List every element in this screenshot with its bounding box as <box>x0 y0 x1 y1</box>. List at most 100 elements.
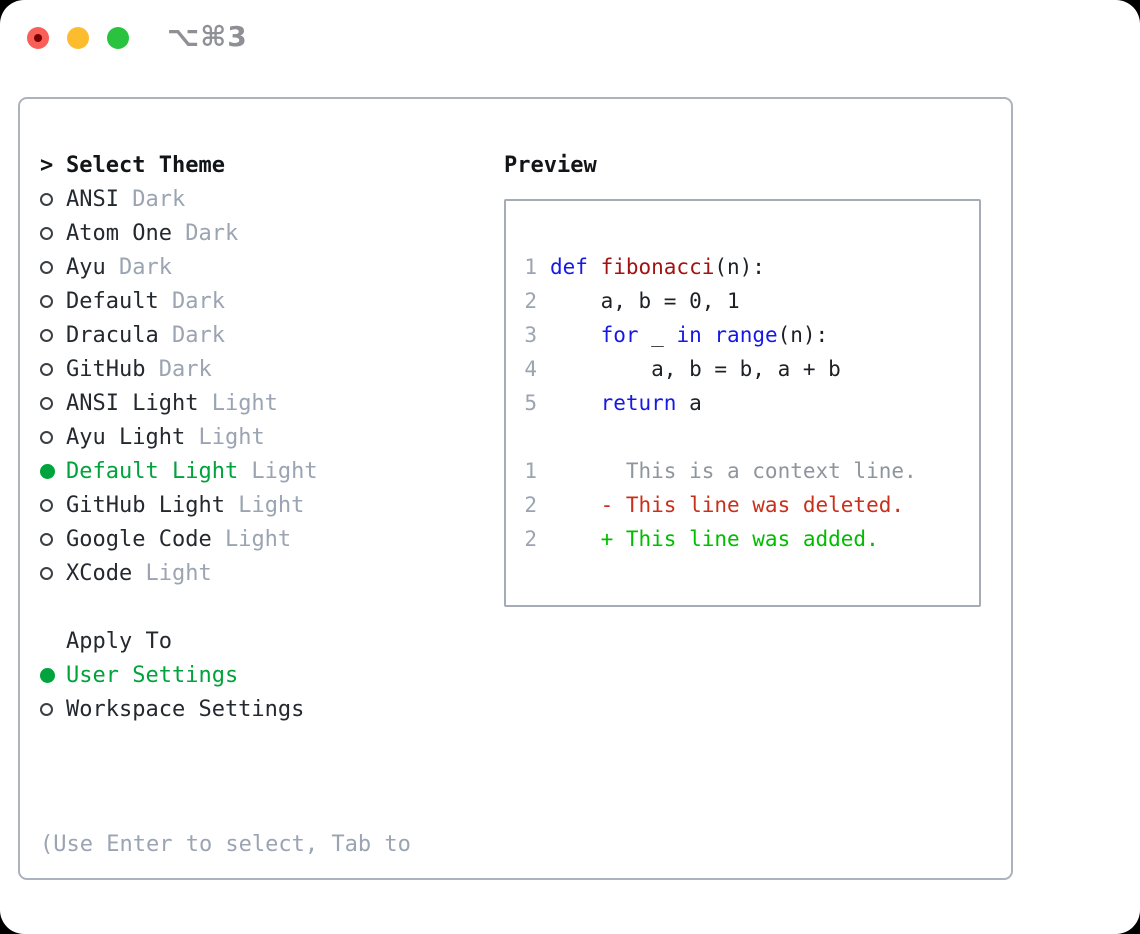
line-number: 4 <box>524 357 537 381</box>
radio-cell <box>40 362 66 376</box>
radio-icon <box>40 532 53 546</box>
theme-name: Atom One <box>66 220 172 246</box>
theme-variant: Dark <box>158 322 225 348</box>
line-number: 5 <box>524 391 537 415</box>
theme-option-atom-one[interactable]: Atom One Dark <box>40 216 411 250</box>
radio-cell <box>40 532 66 546</box>
theme-variant: Dark <box>118 186 186 212</box>
radio-cell <box>40 430 66 444</box>
apply-option-label: Workspace Settings <box>66 696 305 722</box>
prompt-caret: > <box>40 152 54 178</box>
apply-option-label: User Settings <box>66 662 239 688</box>
theme-option-default-light[interactable]: Default Light Light <box>40 454 411 488</box>
code-token-keyword: return <box>600 391 677 415</box>
theme-name: XCode <box>66 560 133 586</box>
theme-name: Default <box>66 288 159 314</box>
line-number: 3 <box>524 323 537 347</box>
zoom-button[interactable] <box>107 27 129 49</box>
radio-icon <box>40 328 53 342</box>
line-number: 1 <box>524 459 537 483</box>
theme-name: ANSI Light <box>66 390 199 416</box>
close-button[interactable] <box>27 27 49 49</box>
theme-variant: Dark <box>105 254 172 280</box>
code-token-plain: a, b = b, a + b <box>550 357 841 381</box>
radio-cell <box>40 702 66 716</box>
theme-name: ANSI <box>66 186 119 212</box>
apply-option-workspace-settings[interactable]: Workspace Settings <box>40 692 411 726</box>
theme-name: GitHub Light <box>66 492 225 518</box>
keyboard-shortcut-label: ⌥⌘3 <box>167 20 248 53</box>
minimize-button[interactable] <box>67 27 89 49</box>
diff-line-deleted: 2 - This line was deleted. <box>524 488 979 522</box>
radio-icon <box>40 396 53 410</box>
code-token-plain: a, b = 0, 1 <box>550 289 740 313</box>
code-line: 4 a, b = b, a + b <box>524 352 979 386</box>
titlebar: ⌥⌘3 <box>0 0 1140 76</box>
apply-to-title: Apply To <box>66 628 172 654</box>
theme-variant: Light <box>185 424 265 450</box>
radio-icon <box>40 260 53 274</box>
code-token-plain <box>550 323 601 347</box>
code-token-plain: (n): <box>777 323 829 347</box>
diff-text: - This line was deleted. <box>550 493 905 517</box>
line-number: 1 <box>524 255 537 279</box>
theme-option-google-code[interactable]: Google Code Light <box>40 522 411 556</box>
theme-variant: Light <box>224 492 305 518</box>
theme-name: Ayu <box>66 254 106 280</box>
theme-variant: Light <box>198 390 278 416</box>
theme-option-ayu-light[interactable]: Ayu Light Light <box>40 420 411 454</box>
code-token-plain: _ <box>638 323 677 347</box>
theme-option-xcode[interactable]: XCode Light <box>40 556 411 590</box>
radio-icon <box>40 498 53 512</box>
radio-icon <box>40 566 53 580</box>
code-token-plain <box>550 391 601 415</box>
theme-name: Ayu Light <box>66 424 186 450</box>
apply-to-header: Apply To <box>40 624 411 658</box>
theme-option-github-light[interactable]: GitHub Light Light <box>40 488 411 522</box>
theme-name: Default Light <box>66 458 239 484</box>
preview-title: Preview <box>504 152 597 178</box>
radio-icon <box>40 226 53 240</box>
theme-option-github[interactable]: GitHub Dark <box>40 352 411 386</box>
radio-cell <box>40 328 66 342</box>
radio-cell <box>40 667 66 683</box>
theme-variant: Light <box>211 526 292 552</box>
radio-selected-icon <box>40 463 55 479</box>
code-line: 3 for _ in range(n): <box>524 318 979 352</box>
diff-text: This is a context line. <box>550 459 917 483</box>
code-gap <box>524 420 979 454</box>
line-number: 2 <box>524 289 537 313</box>
select-theme-title: Select Theme <box>66 152 225 178</box>
code-token-keyword: def <box>550 255 601 279</box>
apply-option-user-settings[interactable]: User Settings <box>40 658 411 692</box>
radio-selected-icon <box>40 667 55 683</box>
radio-icon <box>40 192 53 206</box>
code-line: 5 return a <box>524 386 979 420</box>
theme-option-default[interactable]: Default Dark <box>40 284 411 318</box>
diff-line-added: 2 + This line was added. <box>524 522 979 556</box>
help-text: (Use Enter to select, Tab to change focu… <box>40 760 411 934</box>
line-number: 2 <box>524 527 537 551</box>
diff-line-context: 1 This is a context line. <box>524 454 979 488</box>
theme-option-ayu[interactable]: Ayu Dark <box>40 250 411 284</box>
code-line: 2 a, b = 0, 1 <box>524 284 979 318</box>
help-text-line1: (Use Enter to select, Tab to <box>40 832 411 857</box>
code-token-plain: a <box>676 391 702 415</box>
theme-variant: Light <box>132 560 212 586</box>
radio-cell <box>40 260 66 274</box>
theme-name: GitHub <box>66 356 146 382</box>
theme-option-dracula[interactable]: Dracula Dark <box>40 318 411 352</box>
radio-icon <box>40 294 53 308</box>
radio-cell <box>40 192 66 206</box>
theme-option-ansi-light[interactable]: ANSI Light Light <box>40 386 411 420</box>
radio-cell <box>40 498 66 512</box>
theme-option-ansi[interactable]: ANSI Dark <box>40 182 411 216</box>
theme-variant: Dark <box>145 356 212 382</box>
code-token-plain: (n): <box>714 255 765 279</box>
